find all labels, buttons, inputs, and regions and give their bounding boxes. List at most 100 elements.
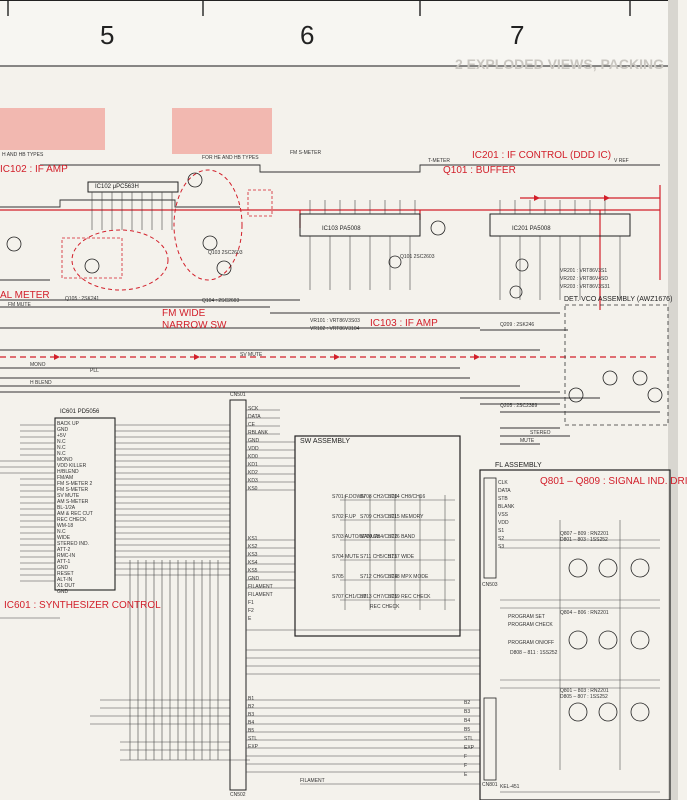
- fl-pin-label: VDD: [498, 520, 509, 526]
- connector-pin-label: SCK: [248, 406, 259, 412]
- connector-pin-label: B5: [248, 728, 255, 734]
- sw-key-label: S701 F.DOWN: [332, 494, 365, 500]
- sw-key-label: S715 MEMORY: [388, 514, 424, 520]
- mute-label: MUTE: [520, 438, 535, 444]
- connector-pin-label: KS2: [248, 544, 258, 550]
- vr203-label: VR203 : VRT86V3S31: [560, 284, 610, 290]
- vr102-label: VR102 : VRT86V3104: [310, 326, 360, 332]
- connector-pin-label: E: [248, 616, 252, 622]
- q101-label: Q101 2SC2603: [400, 254, 435, 260]
- connector-pin-label: KS0: [248, 486, 258, 492]
- ic601-pin-label: FM/AM: [57, 475, 74, 481]
- connector-pin-label: GND: [248, 438, 260, 444]
- ic601-pin-label: RMC-IN: [57, 553, 76, 559]
- kel-label: KEL-451: [500, 784, 520, 790]
- connector-pin-label: EXP: [248, 744, 259, 750]
- q103-label: Q103 2SC2603: [208, 250, 243, 256]
- ic601-pin-label: WM-18: [57, 523, 74, 529]
- vr202-label: VR202 : VRT86V4SD: [560, 276, 608, 282]
- sw-key-label: S703 AUTO/MANUAL: [332, 534, 381, 540]
- fl-assembly-label: FL ASSEMBLY: [495, 462, 542, 469]
- sw-key-label: S709 CH3/CH11: [360, 514, 397, 520]
- sv-mute-label: SV MUTE: [240, 352, 263, 358]
- fl-bottom-pin-label: F: [464, 754, 468, 760]
- ic601-pin-label: N.C: [57, 439, 66, 445]
- connector-pin-label: KD2: [248, 470, 258, 476]
- connector-pin-label: B4: [248, 720, 255, 726]
- zone-number: 6: [300, 20, 315, 50]
- program-check-label: PROGRAM CHECK: [508, 622, 553, 628]
- signal-meter-title: AL METER: [0, 290, 50, 301]
- connector-pin-label: KD1: [248, 462, 258, 468]
- connector-pin-label: STL: [248, 736, 258, 742]
- fl-bottom-pin-label: F: [464, 763, 468, 769]
- connector-pin-label: F1: [248, 600, 254, 606]
- connector-pin-label: FILAMENT: [248, 584, 273, 590]
- connector-pin-label: B1: [248, 696, 255, 702]
- vr101-label: VR101 : VRT86V3S03: [310, 318, 360, 324]
- ic103-title: IC103 : IF AMP: [370, 318, 438, 329]
- fl-pin-label: DATA: [498, 488, 511, 494]
- connector-pin-label: VDD: [248, 446, 259, 452]
- ic601-pin-label: WIDE: [57, 535, 71, 541]
- connector-pin-label: RBLANK: [248, 430, 269, 436]
- ic601-pin-label: RESET: [57, 571, 74, 577]
- sw-key-label: S705: [332, 574, 344, 580]
- fl-pin-label: STB: [498, 496, 508, 502]
- cn501-label: CN501: [230, 392, 246, 398]
- q209-label: Q209 : 2SK246: [500, 322, 535, 328]
- for-he-hb-label: FOR HE AND HB TYPES: [202, 155, 259, 161]
- ic601-pin-label: BL-1/2A: [57, 505, 76, 511]
- ic601-pin-label: FM S-METER 2: [57, 481, 93, 487]
- ic601-pin-label: GND: [57, 589, 69, 595]
- ic601-pin-label: N.C: [57, 529, 66, 535]
- connector-pin-label: B2: [248, 704, 255, 710]
- ic201-title: IC201 : IF CONTROL (DDD IC): [472, 150, 612, 161]
- vr201-label: VR201 : VRT86V3S1: [560, 268, 608, 274]
- ic601-pin-label: AM & REC CUT: [57, 511, 93, 517]
- q804-label: Q804 – 806 : RN2201: [560, 610, 609, 616]
- ic601-pin-label: REC CHECK: [57, 517, 87, 523]
- t-meter-label: T-METER: [428, 158, 450, 164]
- fl-bottom-pin-label: B4: [464, 718, 471, 724]
- fm-wide-title: FM WIDE: [162, 308, 206, 319]
- fl-pin-label: S2: [498, 536, 505, 542]
- connector-pin-label: F2: [248, 608, 254, 614]
- fl-pin-label: CLK: [498, 480, 508, 486]
- ic601-pin-label: N.C: [57, 445, 66, 451]
- highlight-patch: [0, 108, 105, 150]
- v-ref-label: V REF: [614, 158, 629, 164]
- fl-pin-label: S3: [498, 544, 505, 550]
- ic601-pin-label: H/BLEND: [57, 469, 79, 475]
- fl-pin-label: VSS: [498, 512, 509, 518]
- sw-key-label: S712 CH6/CH14: [360, 574, 398, 580]
- d801-label: D801 – 803 : 1SS252: [560, 537, 608, 543]
- highlight-patch: [172, 108, 272, 154]
- q801-label: Q801 – 803 : RN2201: [560, 688, 609, 694]
- sw-key-label: S704 MUTE: [332, 554, 360, 560]
- rec-check-label: REC CHECK: [370, 604, 400, 610]
- for-he-hb-label-left: H AND HB TYPES: [2, 152, 44, 158]
- filament-label: FILAMENT: [300, 778, 325, 784]
- fl-pin-label: BLANK: [498, 504, 515, 510]
- connector-pin-label: KD0: [248, 454, 258, 460]
- ic601-chip-label: IC601 PD5056: [60, 409, 100, 415]
- mono-label: MONO: [30, 362, 46, 368]
- ic102-chip-label: IC102 μPC563H: [95, 184, 139, 190]
- sw-key-label: S719 REC CHECK: [388, 594, 431, 600]
- program-set-label: PROGRAM SET: [508, 614, 545, 620]
- sw-key-label: S711 CH5/CH13: [360, 554, 397, 560]
- narrow-sw-title: NARROW SW: [162, 320, 227, 331]
- sw-key-label: S713 CH7/CH15: [360, 594, 398, 600]
- sw-key-label: S707 CH1/CH9: [332, 594, 367, 600]
- stereo-label: STEREO: [530, 430, 551, 436]
- ic601-pin-label: STEREO IND.: [57, 541, 89, 547]
- fm-smeter-label: FM S-METER: [290, 150, 322, 156]
- d808-label: D808 – 811 : 1SS252: [510, 650, 558, 656]
- d805-label: D805 – 807 : 1SS252: [560, 694, 608, 700]
- ic601-pin-label: +5V: [57, 433, 67, 439]
- connector-pin-label: GND: [248, 576, 260, 582]
- pll-label: PLL: [90, 368, 99, 374]
- sw-assembly-label: SW ASSEMBLY: [300, 438, 351, 445]
